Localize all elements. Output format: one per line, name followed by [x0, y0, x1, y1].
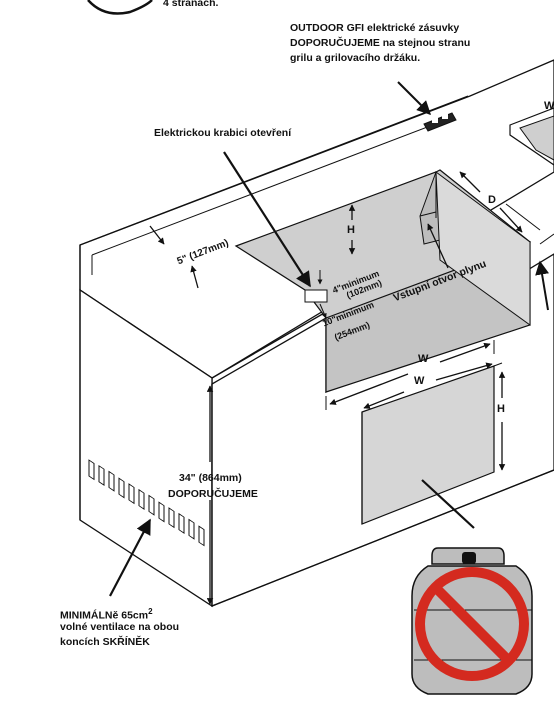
letter-w-upper: W — [418, 353, 429, 365]
height-34-label: 34" (864mm) — [179, 472, 242, 484]
electrical-box-leader — [223, 151, 311, 288]
letter-h-upper: H — [347, 224, 355, 236]
vent-label-superscript: 2 — [148, 607, 153, 616]
tank-leader — [421, 479, 475, 529]
letter-h-lower: H — [497, 403, 505, 415]
gfi-outlet-icon — [423, 112, 457, 132]
electrical-box-label: Elektrickou krabici otevření — [154, 127, 292, 139]
prohibited-icon — [415, 567, 529, 681]
letter-w-right: W — [544, 100, 554, 112]
right-cutout — [519, 115, 554, 161]
circle-fragment — [87, 0, 153, 15]
gfi-leader — [397, 81, 431, 115]
electrical-box — [304, 289, 328, 303]
gfi-label-line1: OUTDOOR GFI elektrické zásuvky — [290, 22, 460, 34]
gfi-label-line2: DOPORUČUJEME na stejnou stranu — [290, 37, 471, 49]
letter-d: D — [488, 194, 496, 206]
vent-label-line3: koncích SKŘÍNĚK — [60, 636, 150, 648]
letter-w-lower: W — [414, 375, 425, 387]
vent-label-line2: volné ventilace na obou — [60, 621, 180, 633]
side-vents — [88, 459, 205, 547]
top-fragment-text: 4 stranách. — [163, 0, 219, 9]
vent-label-line1: MINIMÁLNě 65cm2 — [60, 607, 153, 622]
vent-leader — [109, 518, 151, 597]
height-34-recommend: DOPORUČUJEME — [168, 488, 258, 500]
cutout-right-wall — [435, 170, 531, 326]
gfi-label-line3: grilu a grilovacího držáku. — [290, 52, 421, 64]
